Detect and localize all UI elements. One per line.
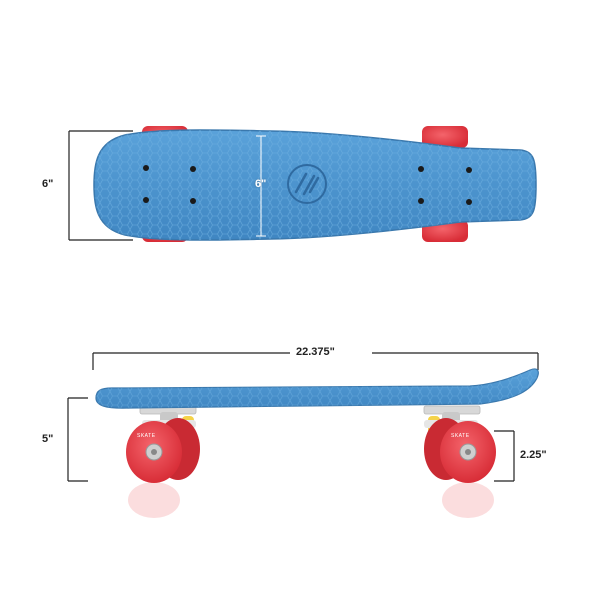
height-label: 5" bbox=[42, 433, 54, 445]
front-truck-bolts bbox=[418, 166, 472, 205]
wheel-height-label: 2.25" bbox=[520, 449, 547, 461]
height-bracket bbox=[67, 397, 88, 482]
top-width-label: 6" bbox=[42, 178, 54, 190]
rear-wheel-print: SKATE bbox=[137, 433, 156, 439]
rear-wheels bbox=[126, 418, 200, 483]
side-view bbox=[67, 352, 539, 518]
wheel-height-bracket bbox=[494, 430, 515, 482]
top-view bbox=[68, 126, 537, 242]
front-wheel-print: SKATE bbox=[451, 433, 470, 439]
floor-reflection bbox=[128, 482, 494, 518]
top-width-bracket bbox=[68, 130, 133, 241]
rear-truck-bolts bbox=[143, 165, 196, 204]
skateboard-logo-icon bbox=[287, 164, 327, 204]
length-label: 22.375" bbox=[296, 346, 335, 358]
deck-width-label: 6" bbox=[255, 178, 267, 190]
length-bracket bbox=[92, 352, 539, 370]
front-wheels bbox=[424, 418, 496, 483]
top-wheel-front-upper bbox=[422, 126, 468, 148]
